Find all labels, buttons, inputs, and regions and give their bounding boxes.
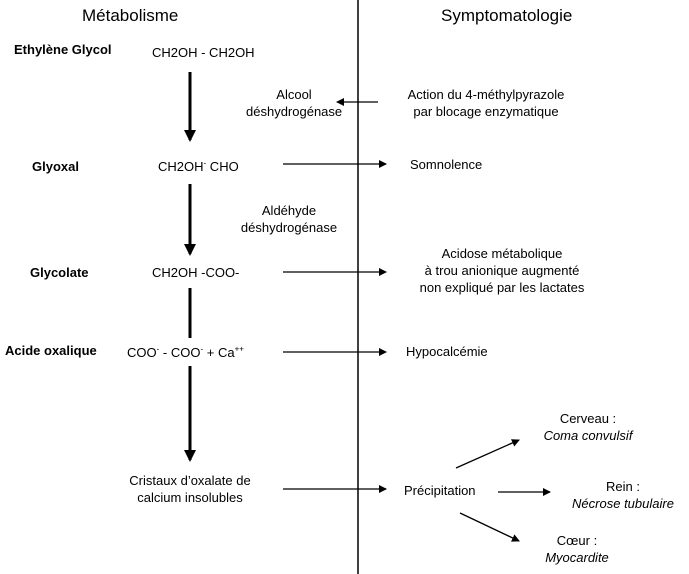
formula-oxalate-b-sup: -: [200, 344, 204, 354]
organ-brain-effect: Coma convulsif: [543, 428, 633, 443]
organ-kidney-label: Rein :: [606, 479, 640, 494]
formula-oxalate-b: - COO: [159, 345, 201, 360]
organ-heart-label: Cœur :: [556, 533, 598, 548]
acidosis-line2: à trou anionique augmenté: [424, 263, 580, 278]
header-metabolism: Métabolisme: [82, 6, 179, 25]
organ-brain: Cerveau : Coma convulsif: [526, 410, 650, 444]
formula-ethylene-glycol: CH2OH - CH2OH: [152, 45, 255, 60]
acidosis-line3: non expliqué par les lactates: [419, 280, 585, 295]
organ-kidney: Rein : Nécrose tubulaire: [558, 478, 688, 512]
formula-oxalate-c-sup: ++: [234, 344, 244, 354]
formula-glyoxal-sup: -: [203, 158, 207, 168]
formula-oxalate-c: + Ca: [203, 345, 235, 360]
symptom-precipitation: Précipitation: [404, 483, 476, 498]
formula-glyoxal-main: CH2OH: [158, 159, 204, 174]
formula-glyoxal-tail: CHO: [206, 159, 239, 174]
inhibitor-line2: par blocage enzymatique: [413, 104, 559, 119]
crystals-text: Cristaux d’oxalate de calcium insolubles: [110, 472, 270, 506]
formula-oxalate-a-sup: -: [156, 344, 160, 354]
enzyme-adh-line2: déshydrogénase: [246, 104, 343, 119]
organ-kidney-effect: Nécrose tubulaire: [572, 496, 674, 511]
symptom-hypocalcemia: Hypocalcémie: [406, 344, 488, 359]
enzyme-aldehyde-dehydrogenase: Aldéhyde déshydrogénase: [234, 202, 344, 236]
enzyme-adh-line1: Alcool: [276, 87, 312, 102]
inhibitor-text: Action du 4-méthylpyrazole par blocage e…: [388, 86, 584, 120]
organ-heart-effect: Myocardite: [545, 550, 609, 565]
organ-brain-label: Cerveau :: [559, 411, 617, 426]
enzyme-aldh-line1: Aldéhyde: [261, 203, 317, 218]
compound-oxalic-acid: Acide oxalique: [5, 343, 97, 358]
header-symptomatology: Symptomatologie: [441, 6, 573, 25]
heart-arrow: [459, 512, 520, 542]
enzyme-alcohol-dehydrogenase: Alcool déshydrogénase: [246, 86, 342, 120]
formula-glyoxal: CH2OH- CHO: [158, 158, 239, 175]
symptom-acidosis: Acidose métabolique à trou anionique aug…: [396, 245, 608, 296]
crystals-line1: Cristaux d’oxalate de: [129, 473, 251, 488]
symptom-somnolence: Somnolence: [410, 157, 483, 172]
compound-glycolate: Glycolate: [30, 265, 89, 280]
brain-arrow: [455, 439, 520, 469]
formula-glycolate: CH2OH -COO-: [152, 265, 240, 280]
crystals-line2: calcium insolubles: [137, 490, 243, 505]
compound-ethylene-glycol: Ethylène Glycol: [14, 42, 112, 57]
inhibitor-line1: Action du 4-méthylpyrazole: [407, 87, 565, 102]
enzyme-aldh-line2: déshydrogénase: [240, 220, 338, 235]
formula-oxalate-a: COO: [127, 345, 157, 360]
compound-glyoxal: Glyoxal: [32, 159, 79, 174]
organ-heart: Cœur : Myocardite: [522, 532, 632, 566]
acidosis-line1: Acidose métabolique: [441, 246, 563, 261]
formula-oxalate: COO- - COO- + Ca++: [127, 344, 244, 361]
